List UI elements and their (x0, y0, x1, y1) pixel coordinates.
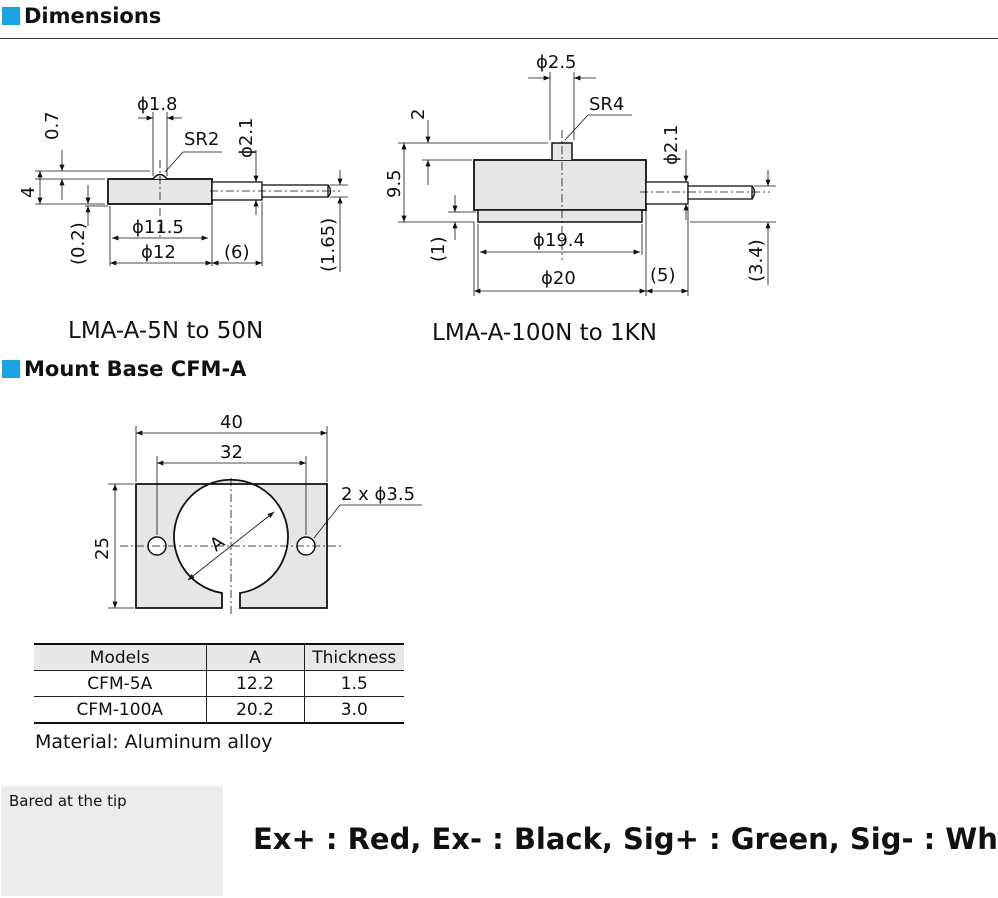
small-d02-label: (0.2) (68, 222, 89, 265)
small-d165-label: (1.65) (318, 218, 339, 272)
table-cell-a: 12.2 (205, 670, 304, 697)
large-sensor-body (473, 159, 647, 211)
small-sensor-drawing (35, 112, 348, 272)
mount-base-title: Mount Base CFM-A (24, 357, 247, 381)
large-phi194-label: ϕ19.4 (533, 230, 585, 251)
mount-holes-label: 2 x ϕ3.5 (341, 484, 415, 505)
large-sensor-base (477, 209, 643, 223)
mount-w32-label: 32 (220, 442, 243, 463)
table-header-thickness: Thickness (303, 643, 404, 671)
large-drawing-caption: LMA-A-100N to 1KN (432, 320, 657, 346)
small-phi-tip-label: ϕ1.8 (137, 94, 178, 115)
small-d6-label: (6) (224, 242, 250, 263)
wire-color-legend: Ex+ : Red, Ex- : Black, Sig+ : Green, Si… (253, 822, 998, 856)
large-cable (687, 185, 753, 200)
table-row: CFM-5A 12.2 1.5 (34, 670, 404, 697)
large-d5-label: (5) (650, 265, 676, 286)
table-cell-model: CFM-5A (34, 670, 206, 697)
small-phi12-label: ϕ12 (141, 242, 176, 263)
large-d1-label: (1) (428, 237, 449, 263)
large-phi-tip-label: ϕ2.5 (536, 52, 577, 73)
small-sr-label: SR2 (184, 129, 219, 150)
table-cell-thickness: 3.0 (303, 696, 404, 724)
small-d07-label: 0.7 (42, 111, 63, 140)
large-d2-label: 2 (408, 109, 429, 120)
small-phi-cable-label: ϕ2.1 (236, 118, 257, 159)
large-sensor-drawing (398, 72, 776, 296)
section-marker-icon (2, 7, 20, 25)
large-phi20-label: ϕ20 (541, 268, 576, 289)
table-cell-a: 20.2 (205, 696, 304, 724)
table-header-a: A (205, 643, 304, 671)
large-sr-label: SR4 (589, 94, 624, 115)
mount-h25-label: 25 (92, 537, 113, 560)
mount-w40-label: 40 (220, 412, 243, 433)
mount-base-table: Models A Thickness CFM-5A 12.2 1.5 CFM-1… (34, 643, 404, 724)
table-header-models: Models (34, 643, 206, 671)
table-cell-thickness: 1.5 (303, 670, 404, 697)
small-d4-label: 4 (18, 187, 39, 198)
table-cell-model: CFM-100A (34, 696, 206, 724)
section-marker-icon (2, 360, 20, 378)
mount-base-drawing (108, 426, 422, 616)
large-phi-cable-label: ϕ2.1 (661, 125, 682, 166)
large-d34-label: (3.4) (746, 239, 767, 282)
wire-box: Bared at the tip (1, 786, 223, 896)
material-note: Material: Aluminum alloy (35, 731, 273, 753)
large-cable-boot (645, 181, 689, 205)
dimensions-heading: Dimensions (2, 4, 161, 28)
wire-label: Bared at the tip (9, 792, 127, 810)
mount-base-heading: Mount Base CFM-A (2, 357, 246, 381)
small-drawing-caption: LMA-A-5N to 50N (68, 318, 264, 344)
table-row: CFM-100A 20.2 3.0 (34, 696, 404, 724)
heading-rule (0, 38, 998, 39)
mount-a-label: A (206, 531, 229, 556)
large-d95-label: 9.5 (384, 169, 405, 198)
dimensions-title: Dimensions (24, 4, 162, 28)
small-phi115-label: ϕ11.5 (132, 217, 184, 238)
table-header-row: Models A Thickness (34, 643, 404, 671)
